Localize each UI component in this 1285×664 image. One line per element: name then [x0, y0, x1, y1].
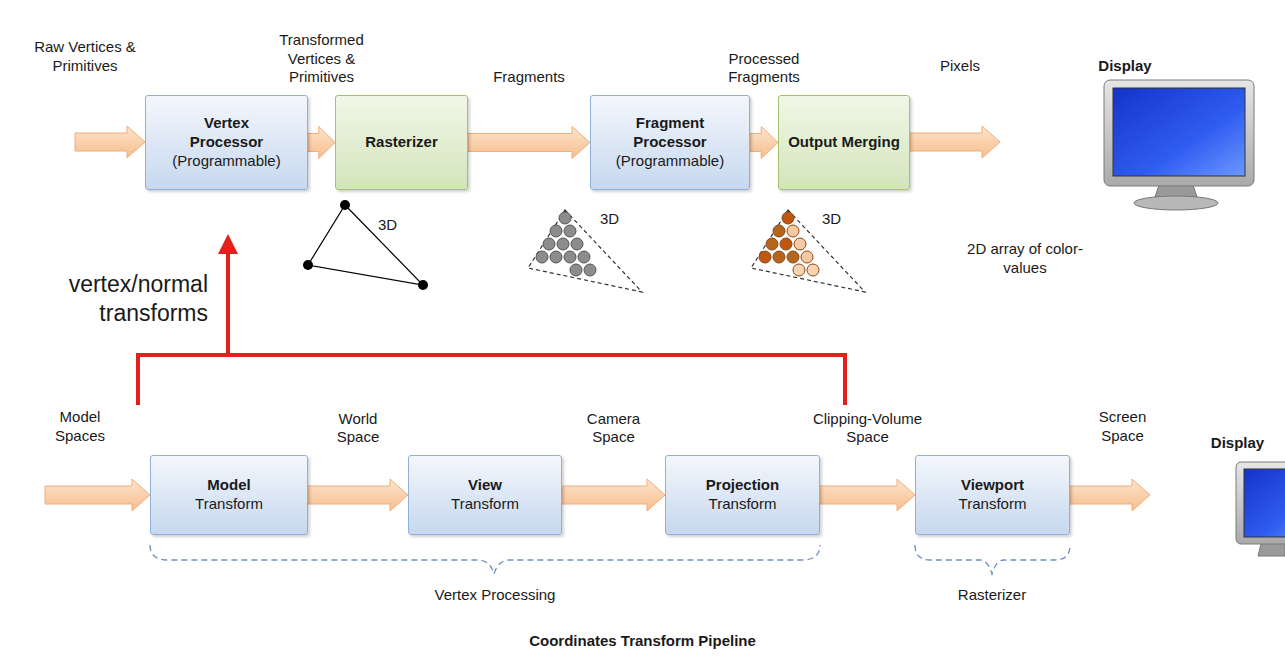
flow-arrow: [750, 127, 778, 159]
fragment-outline: [528, 210, 642, 292]
edge-label: Processed Fragments: [718, 50, 810, 88]
box-title: Projection: [706, 476, 779, 495]
process-box: Rasterizer: [335, 95, 468, 190]
process-box: Vertex Processor(Programmable): [145, 95, 308, 190]
edge-label: Camera Space: [583, 410, 645, 448]
box-title: Model: [207, 476, 250, 495]
box-title: Vertex Processor: [171, 114, 283, 152]
dimension-label: 3D: [378, 216, 418, 235]
monitor-icon: [1236, 462, 1285, 556]
flow-arrow: [468, 127, 590, 159]
fragment-dots: [536, 212, 819, 276]
group-label: Rasterizer: [930, 586, 1054, 605]
edge-label: Model Spaces: [40, 408, 120, 446]
process-box: ViewportTransform: [915, 455, 1070, 535]
process-box: ProjectionTransform: [665, 455, 820, 535]
box-subtitle: (Programmable): [172, 152, 280, 171]
process-box: ModelTransform: [150, 455, 308, 535]
process-box: Output Merging: [778, 95, 910, 190]
box-subtitle: Transform: [959, 495, 1027, 514]
output-arrow: [1070, 479, 1150, 511]
flow-arrow: [308, 479, 408, 511]
edge-label: Pixels: [925, 57, 995, 76]
dimension-label: 3D: [822, 210, 862, 229]
output-arrow: [910, 126, 1000, 158]
fragment-outline: [751, 210, 865, 292]
edge-label: Raw Vertices & Primitives: [25, 38, 145, 76]
box-title: Output Merging: [788, 133, 900, 152]
edge-label: World Space: [328, 410, 388, 448]
flow-arrow: [820, 479, 915, 511]
edge-label: Clipping-Volume Space: [803, 410, 933, 448]
box-title: Fragment Processor: [614, 114, 726, 152]
group-brace: [150, 545, 820, 574]
box-title: View: [468, 476, 502, 495]
box-title: Viewport: [961, 476, 1024, 495]
box-subtitle: Transform: [709, 495, 777, 514]
edge-label: Screen Space: [1080, 408, 1165, 446]
edge-label: Transformed Vertices & Primitives: [272, 31, 372, 87]
display-label: Display: [1195, 434, 1280, 453]
box-subtitle: (Programmable): [616, 152, 724, 171]
monitor-icon: [1104, 80, 1254, 210]
input-arrow: [75, 126, 145, 158]
input-arrow: [45, 479, 150, 511]
display-label: Display: [1085, 57, 1165, 76]
flow-arrow: [308, 127, 335, 159]
dimension-label: 3D: [600, 210, 640, 229]
process-box: ViewTransform: [408, 455, 562, 535]
note: 2D array of color-values: [950, 240, 1100, 278]
edge-label: Fragments: [484, 68, 574, 87]
box-title: Rasterizer: [365, 133, 438, 152]
triangle-primitive: [303, 200, 428, 290]
group-brace: [915, 545, 1070, 574]
transform-bracket: [138, 234, 845, 405]
group-label: Vertex Processing: [395, 586, 595, 605]
caption: Coordinates Transform Pipeline: [0, 632, 1285, 651]
callout-label: vertex/normal transforms: [0, 270, 208, 328]
flow-arrow: [562, 479, 665, 511]
box-subtitle: Transform: [451, 495, 519, 514]
box-subtitle: Transform: [195, 495, 263, 514]
process-box: Fragment Processor(Programmable): [590, 95, 750, 190]
